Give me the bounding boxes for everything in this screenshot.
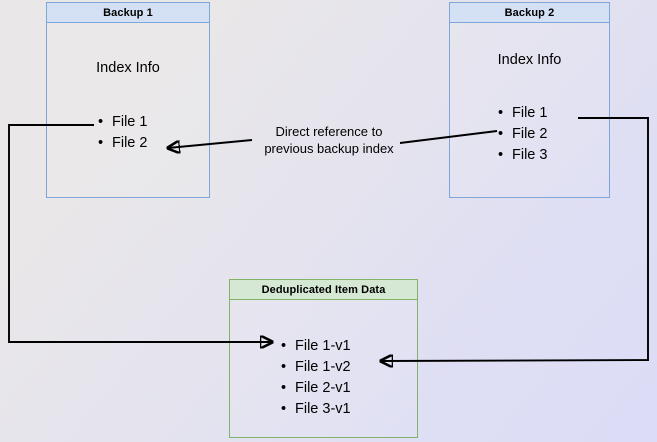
backup-1-subtitle: Index Info — [96, 60, 160, 76]
list-item: File 3 — [498, 145, 547, 166]
list-item: File 2 — [498, 124, 547, 145]
list-item: File 1-v1 — [281, 336, 351, 357]
direct-reference-annotation: Direct reference to previous backup inde… — [246, 123, 412, 157]
backup-1-header-label: Backup 1 — [103, 6, 153, 19]
list-item: File 1-v2 — [281, 357, 351, 378]
dedup-header-label: Deduplicated Item Data — [261, 283, 386, 296]
list-item: File 1 — [498, 103, 547, 124]
list-item: File 2 — [98, 133, 147, 154]
backup-2-subtitle: Index Info — [497, 52, 562, 68]
backup-1-box: Backup 1 Index Info File 1 File 2 — [46, 2, 210, 198]
dedup-header: Deduplicated Item Data — [229, 279, 418, 300]
list-item: File 2-v1 — [281, 378, 351, 399]
list-item: File 3-v1 — [281, 399, 351, 420]
list-item: File 1 — [98, 112, 147, 133]
direct-reference-line-2: previous backup index — [264, 141, 394, 156]
backup-1-frame — [46, 2, 210, 198]
direct-reference-line-1: Direct reference to — [275, 124, 383, 139]
backup-2-item-list: File 1 File 2 File 3 — [498, 103, 547, 166]
backup-2-header-label: Backup 2 — [504, 6, 555, 19]
backup-2-header: Backup 2 — [449, 2, 610, 23]
backup-2-frame — [449, 2, 610, 198]
backup-1-header: Backup 1 — [46, 2, 210, 23]
backup-1-item-list: File 1 File 2 — [98, 112, 147, 154]
deduplicated-item-data-box: Deduplicated Item Data File 1-v1 File 1-… — [229, 279, 418, 438]
dedup-item-list: File 1-v1 File 1-v2 File 2-v1 File 3-v1 — [281, 336, 351, 420]
backup-2-box: Backup 2 Index Info File 1 File 2 File 3 — [449, 2, 610, 198]
